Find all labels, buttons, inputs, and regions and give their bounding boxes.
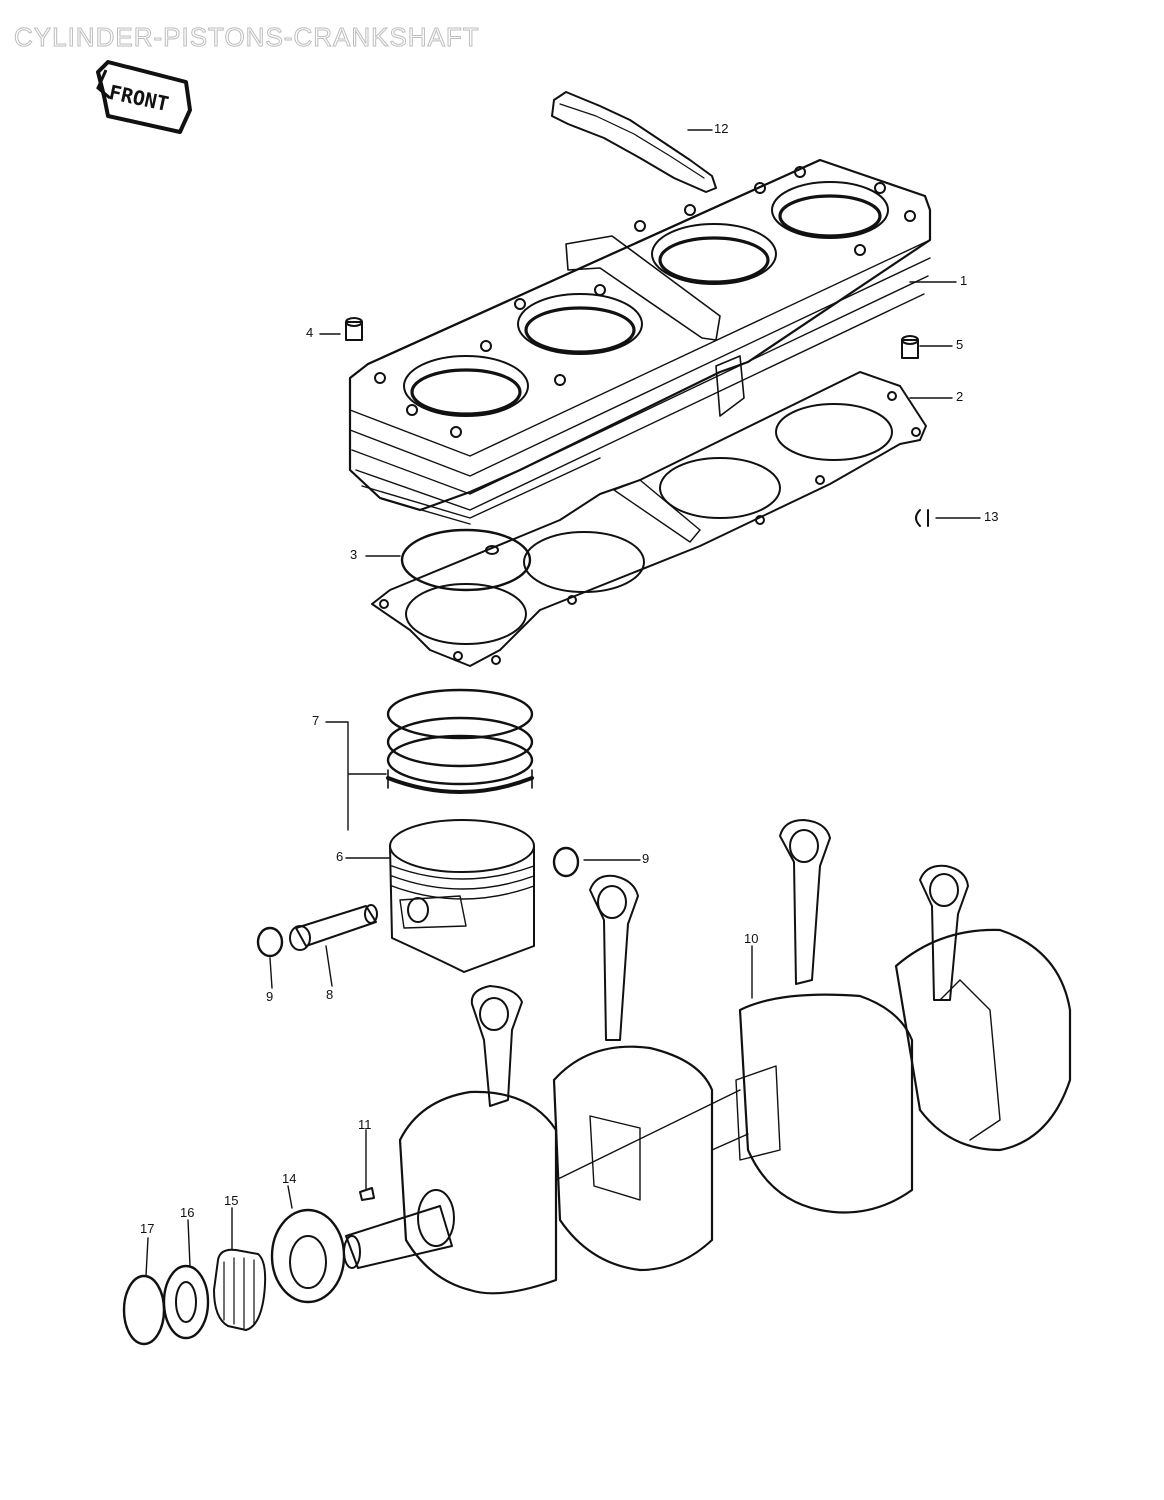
part-6-piston <box>389 819 535 973</box>
part-15-bearing <box>213 1248 267 1331</box>
part-3-o-ring <box>400 528 532 592</box>
callout-12: 12 <box>714 121 729 136</box>
part-12-gasket <box>551 91 717 193</box>
callout-7: 7 <box>312 713 320 728</box>
callout-3: 3 <box>350 547 358 562</box>
part-9-circlip-left <box>256 926 284 958</box>
part-8-piston-pin <box>289 904 378 951</box>
callout-16: 16 <box>180 1205 195 1220</box>
page-title: CYLINDER-PISTONS-CRANKSHAFT <box>14 22 480 53</box>
part-9-circlip-right <box>552 846 580 878</box>
callout-14: 14 <box>282 1171 297 1186</box>
part-1-cylinder-block <box>348 158 932 525</box>
callout-13: 13 <box>984 509 999 524</box>
callout-11: 11 <box>358 1117 372 1132</box>
part-10-crankshaft <box>343 819 1072 1295</box>
callout-4: 4 <box>306 325 314 340</box>
part-13-clip <box>915 509 929 527</box>
callout-10: 10 <box>744 931 759 946</box>
callout-1: 1 <box>960 273 968 288</box>
part-5-dowel <box>901 335 919 359</box>
part-14-oil-seal <box>270 1208 346 1304</box>
part-2-base-gasket <box>371 371 927 667</box>
callout-8: 8 <box>326 987 334 1002</box>
callout-17: 17 <box>140 1221 155 1236</box>
part-11-key <box>359 1187 375 1201</box>
callout-5: 5 <box>956 337 964 352</box>
part-17-circlip <box>122 1274 166 1346</box>
part-16-washer <box>162 1264 210 1340</box>
part-7-piston-rings <box>386 688 534 794</box>
front-arrow-icon <box>96 60 192 134</box>
part-4-dowel <box>345 317 363 341</box>
callout-2: 2 <box>956 389 964 404</box>
callout-9-left: 9 <box>266 989 274 1004</box>
callout-15: 15 <box>224 1193 239 1208</box>
callout-6: 6 <box>336 849 344 864</box>
callout-9-right: 9 <box>642 851 650 866</box>
